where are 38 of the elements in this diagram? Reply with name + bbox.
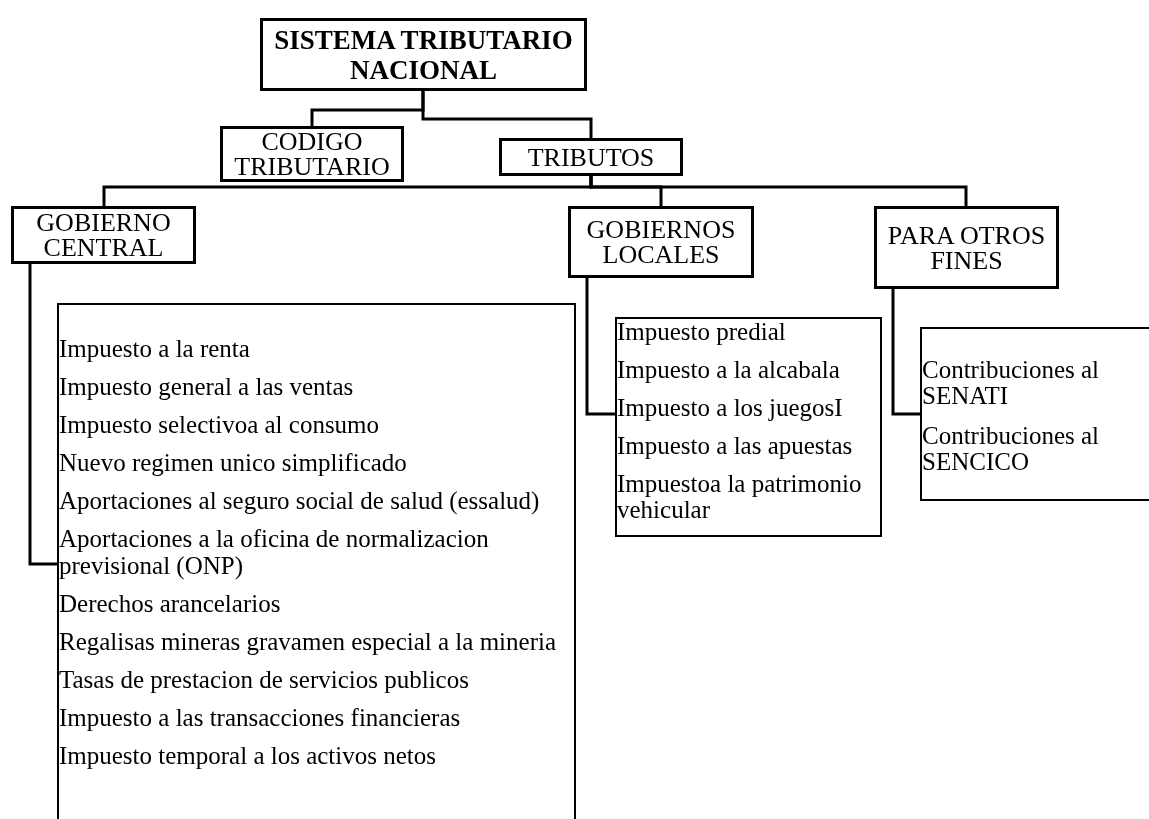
category-box — [220, 126, 404, 182]
title-box — [260, 18, 587, 91]
list-box — [615, 317, 882, 537]
list-item: Contribuciones al SENCICO — [922, 423, 1101, 475]
connector-line — [891, 289, 920, 416]
box-label: SISTEMA TRIBUTARIO NACIONAL — [273, 24, 574, 85]
list-item: Impuestoa la patrimonio vehicular — [617, 471, 863, 523]
list-item: Contribuciones al SENATI — [922, 357, 1101, 409]
list-item: Regalisas mineras gravamen especial a la mineria — [59, 628, 557, 655]
box-label: GOBIERNOS LOCALES — [585, 217, 737, 267]
list-item: Derechos arancelarios — [59, 590, 282, 617]
box-label: GOBIERNO CENTRAL — [35, 210, 172, 260]
list-item: Impuesto temporal a los activos netos — [59, 742, 437, 769]
box-label: PARA OTROS FINES — [886, 222, 1047, 273]
list-item: Aportaciones al seguro social de salud (essalud) — [59, 487, 541, 514]
box-label: CODIGO TRIBUTARIO — [233, 129, 391, 179]
connector-line — [28, 264, 57, 566]
list-item: Aportaciones a la oficina de normalizacion previsional (ONP) — [59, 525, 490, 579]
connector-line — [421, 91, 593, 138]
list-item: Impuesto general a las ventas — [59, 373, 355, 400]
connector-line — [585, 278, 615, 416]
list-item: Nuevo regimen unico simplificado — [59, 449, 408, 476]
list-item: Impuesto a las transacciones financieras — [59, 704, 462, 731]
list-item: Impuesto a la renta — [59, 335, 251, 362]
list-item: Impuesto a los juegosI — [617, 395, 844, 421]
list-box — [57, 303, 576, 819]
list-item: Impuesto predial — [617, 319, 787, 345]
category-box — [874, 206, 1059, 289]
connector-line — [589, 176, 968, 206]
box-label: TRIBUTOS — [527, 144, 655, 170]
list-item: Impuesto a las apuestas — [617, 433, 854, 459]
list-item: Tasas de prestacion de servicios publicos — [59, 666, 470, 693]
category-box — [499, 138, 683, 176]
category-box — [568, 206, 754, 278]
list-item: Impuesto a la alcabala — [617, 357, 841, 383]
category-box — [11, 206, 196, 264]
list-box — [920, 327, 1149, 501]
list-item: Impuesto selectivoa al consumo — [59, 411, 381, 438]
